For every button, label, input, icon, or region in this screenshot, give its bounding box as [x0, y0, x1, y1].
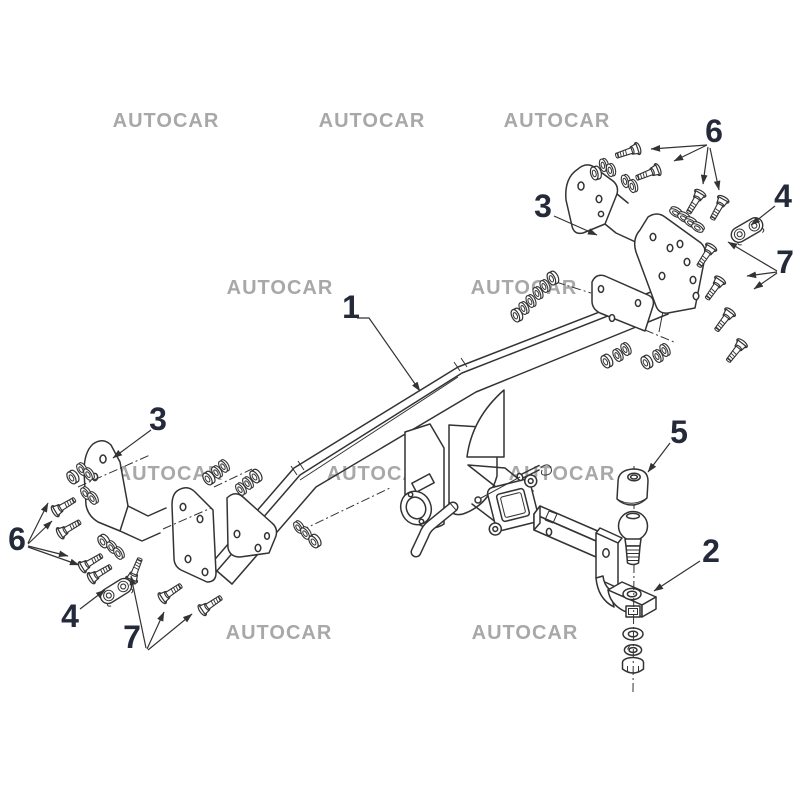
tow-ball	[616, 466, 649, 566]
part-label-lower-bolt-set-right: 7	[776, 244, 794, 280]
part-label-layer: 1 2 3 3 4 4 5 6 6 7 7	[8, 113, 794, 655]
watermark-text: AUTOCAR	[472, 622, 579, 644]
part-label-lower-bolt-set-left: 7	[123, 619, 141, 655]
part-label-upper-bolt-set-left: 6	[8, 521, 26, 557]
side-bracket-right	[565, 164, 707, 314]
watermark-text: AUTOCAR	[471, 277, 578, 299]
part-label-link-plate-right: 4	[774, 178, 792, 214]
part-label-side-bracket-right: 3	[534, 188, 552, 224]
hitch-pin	[474, 464, 552, 504]
part-label-ball-mount-shank: 2	[702, 533, 720, 569]
part-label-link-plate-left: 4	[61, 598, 79, 634]
bent-pin-handle	[410, 501, 459, 558]
part-label-upper-bolt-set-right: 6	[705, 113, 723, 149]
watermark-text: AUTOCAR	[227, 277, 334, 299]
part-label-crossbar-beam: 1	[342, 289, 360, 325]
part-label-side-bracket-left: 3	[149, 401, 167, 437]
ball-mount	[533, 505, 657, 693]
watermark-text: AUTOCAR	[117, 463, 224, 485]
watermark-text: AUTOCAR	[504, 110, 611, 132]
center-receiver-bracket	[399, 389, 552, 558]
beam-end-plate-right	[591, 274, 665, 333]
watermark-text: AUTOCAR	[319, 110, 426, 132]
part-label-tow-ball: 5	[670, 414, 688, 450]
leader-lines	[27, 144, 778, 651]
side-bracket-left	[83, 440, 217, 583]
watermark-text: AUTOCAR	[226, 622, 333, 644]
assembly-axis-lines	[77, 281, 675, 532]
beam-end-plate-left	[226, 493, 278, 558]
watermark-text: AUTOCAR	[113, 110, 220, 132]
